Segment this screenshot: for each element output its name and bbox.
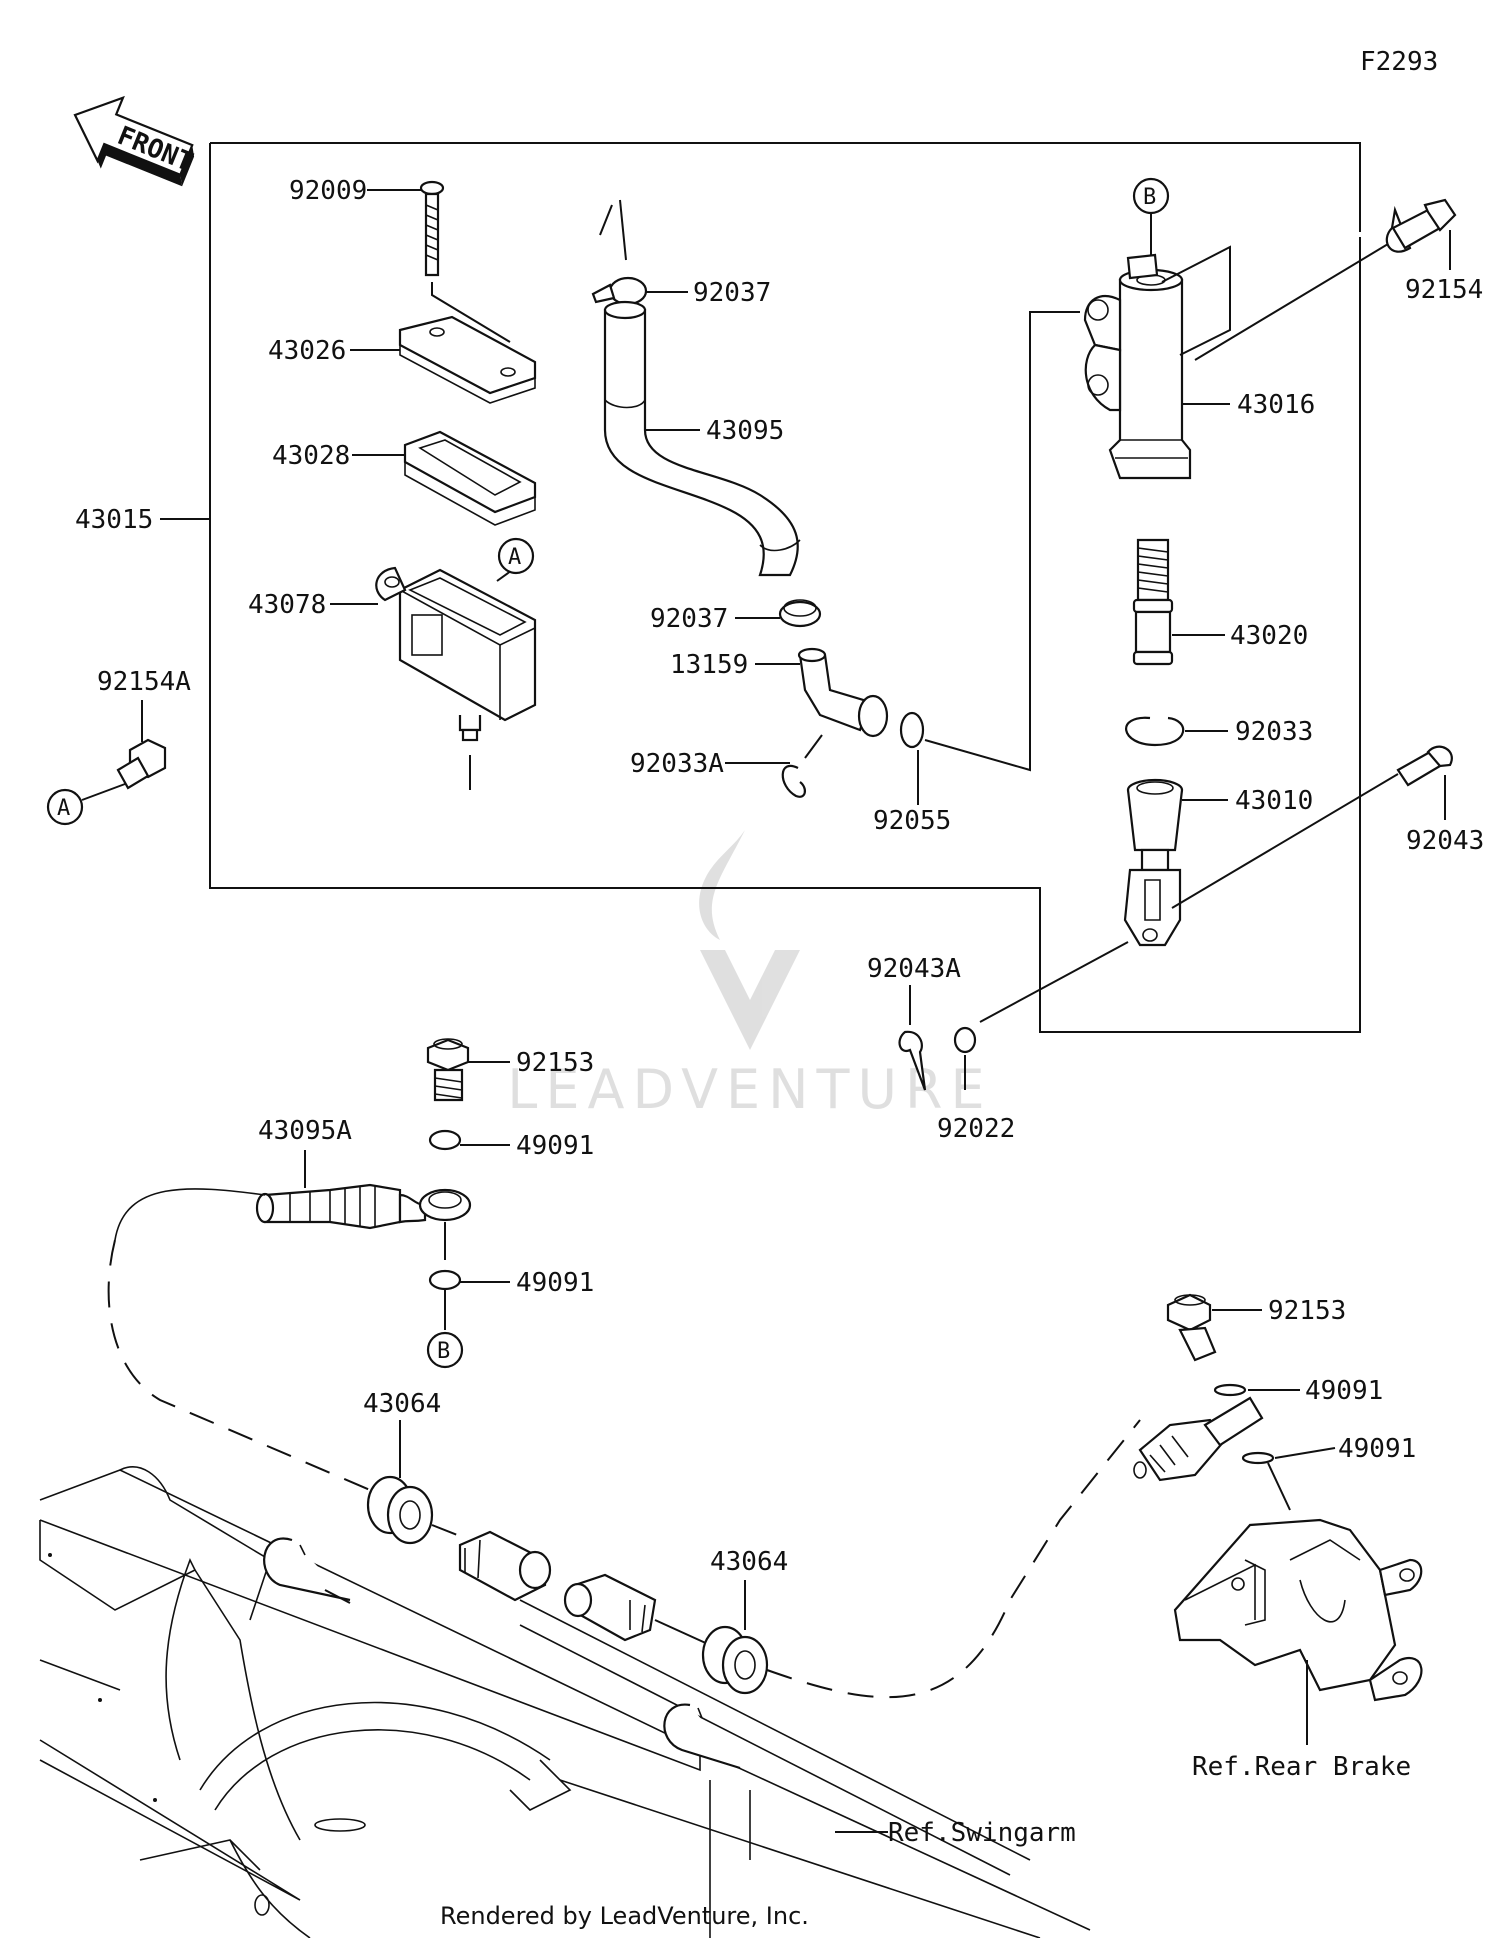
part-43078: 43078	[248, 590, 326, 620]
hose-sleeve-lower	[563, 1573, 657, 1642]
part-92037-mid: 92037	[650, 604, 728, 634]
callout-b-bottom-label: B	[437, 1339, 450, 1364]
circlip-92033A	[725, 734, 823, 798]
reservoir-43078	[330, 566, 537, 790]
callout-a-left-label: A	[57, 796, 70, 821]
part-13159: 13159	[670, 650, 748, 680]
hose-clip-right	[663, 1703, 741, 1770]
part-43064-right: 43064	[710, 1547, 788, 1577]
part-92055: 92055	[873, 806, 951, 836]
part-43020: 43020	[1230, 621, 1308, 651]
part-43016: 43016	[1237, 390, 1315, 420]
part-43010: 43010	[1235, 786, 1313, 816]
washer-49091-c	[1213, 1383, 1300, 1397]
washer-92022	[953, 1026, 977, 1090]
part-92033A: 92033A	[630, 749, 724, 779]
bolt-92154	[1194, 198, 1457, 361]
master-cylinder-43016	[1083, 245, 1231, 480]
grommet-43064-left	[366, 1420, 434, 1545]
bolt-92154A	[81, 700, 167, 801]
pin-leader	[979, 941, 1129, 1023]
part-92043: 92043	[1406, 826, 1484, 856]
watermark-text: LEADVENTURE	[507, 1058, 992, 1121]
ref-rear-brake: Ref.Rear Brake	[1192, 1752, 1411, 1782]
part-49091-a: 49091	[516, 1131, 594, 1161]
front-arrow-icon: FRONT	[73, 95, 197, 187]
hose-route-line-right	[766, 1419, 1141, 1699]
part-92153-right: 92153	[1268, 1296, 1346, 1326]
brake-hose-43095A	[114, 1150, 472, 1260]
banjo-bolt-92153-right	[1166, 1293, 1262, 1362]
grommet-43064-right	[701, 1580, 769, 1695]
hose-sleeve-upper	[458, 1530, 552, 1602]
callout-b-bottom	[426, 1331, 464, 1369]
banjo-bolt-92153-left	[426, 1038, 510, 1102]
part-43095A: 43095A	[258, 1116, 352, 1146]
pin-92043	[1171, 745, 1453, 909]
screw-92009	[367, 180, 445, 277]
washer-49091-b	[428, 1269, 510, 1330]
hose-end-fitting	[1133, 1396, 1264, 1482]
ref-swingarm: Ref.Swingarm	[888, 1818, 1076, 1848]
part-49091-d: 49091	[1338, 1434, 1416, 1464]
circlip-92033	[1125, 716, 1228, 747]
hose-route-line	[107, 1239, 371, 1491]
cotter-pin-92043A	[898, 985, 927, 1091]
part-49091-b: 49091	[516, 1268, 594, 1298]
part-92153-left: 92153	[516, 1048, 594, 1078]
pushrod-43010	[1123, 778, 1228, 947]
hose-43095	[603, 300, 801, 577]
washer-49091-a	[428, 1129, 510, 1151]
piston-43020	[1132, 538, 1225, 666]
footer-text: Rendered by LeadVenture, Inc.	[440, 1902, 809, 1930]
part-92037-top: 92037	[693, 278, 771, 308]
callout-b-top-label: B	[1143, 185, 1156, 210]
rear-brake-caliper	[1173, 1518, 1423, 1745]
part-92043A: 92043A	[867, 954, 961, 984]
part-43064-left: 43064	[363, 1389, 441, 1419]
clamp-leader-diag	[599, 204, 613, 236]
part-43095: 43095	[706, 416, 784, 446]
hose-seg	[654, 1619, 711, 1646]
clamp-leader-top	[619, 199, 627, 261]
part-92154A: 92154A	[97, 667, 191, 697]
assembly-frame	[160, 142, 1361, 1033]
part-49091-c: 49091	[1305, 1376, 1383, 1406]
part-92154: 92154	[1405, 275, 1483, 305]
part-43028: 43028	[272, 441, 350, 471]
washer-49091-d	[1241, 1447, 1336, 1511]
callout-a-top	[497, 537, 535, 575]
part-92033: 92033	[1235, 717, 1313, 747]
clamp-92037-mid	[735, 599, 822, 628]
leadventure-watermark: LEADVENTURE	[507, 830, 992, 1121]
swingarm-reference	[39, 1466, 1091, 1938]
diagram-code: F2293	[1360, 47, 1438, 77]
clamp-92037-top	[591, 276, 688, 306]
oring-92055	[899, 311, 1080, 805]
part-43026: 43026	[268, 336, 346, 366]
callout-a-left	[46, 788, 84, 826]
part-92009: 92009	[289, 176, 367, 206]
hose-route-seg	[431, 1524, 471, 1541]
cover-43026	[350, 282, 537, 404]
part-92022: 92022	[937, 1114, 1015, 1144]
callout-a-top-label: A	[508, 545, 521, 570]
fitting-13159	[755, 647, 889, 738]
hose-clip-left	[263, 1537, 351, 1604]
part-43015: 43015	[75, 505, 153, 535]
diaphragm-43028	[352, 430, 537, 526]
